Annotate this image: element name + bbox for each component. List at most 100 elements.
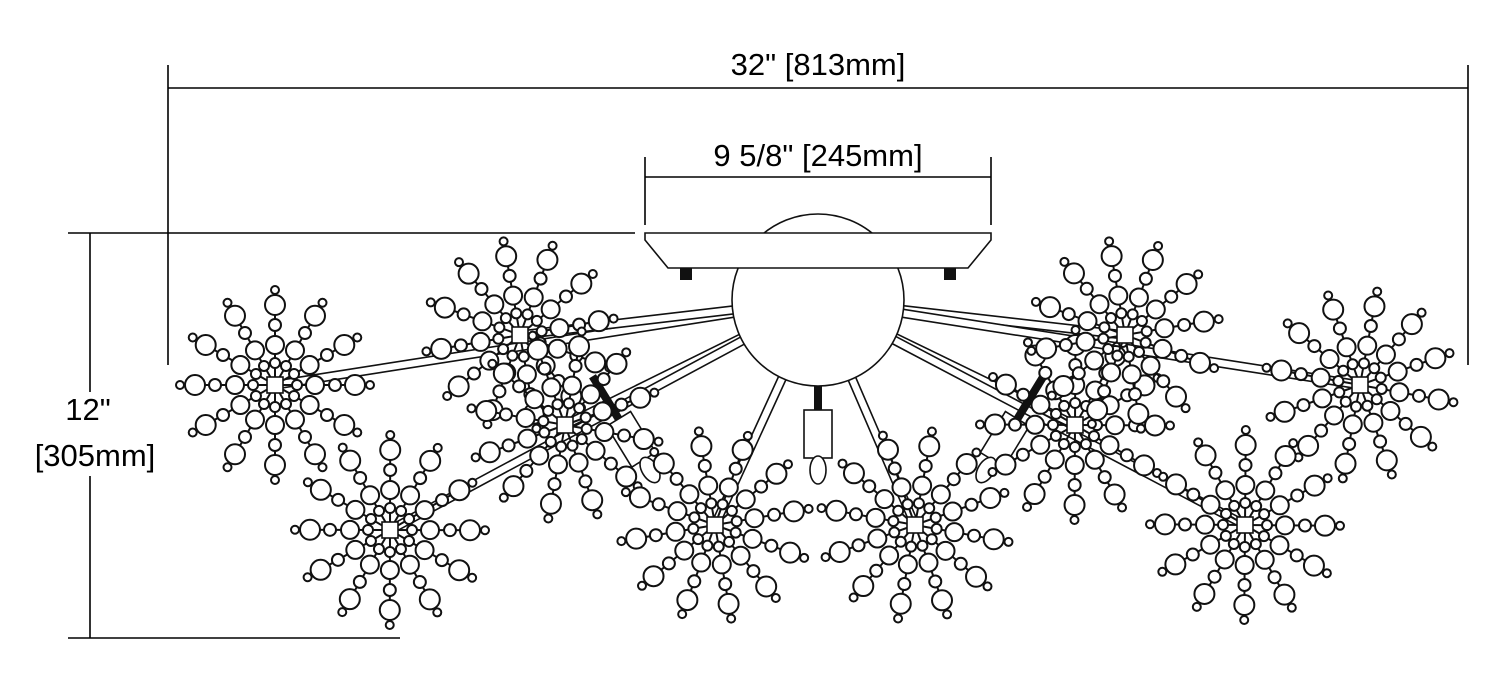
- crystal-bead: [1267, 570, 1282, 585]
- height-mm-label: [305mm]: [35, 438, 156, 473]
- crystal-bead: [549, 318, 570, 339]
- crystal-bead: [676, 589, 699, 612]
- crystal-bead: [892, 504, 905, 517]
- crystal-bead: [222, 462, 233, 473]
- crystal-bead: [1104, 236, 1115, 247]
- crystal-bead: [1342, 437, 1357, 452]
- crystal-bead: [245, 409, 265, 430]
- crystal-bead: [825, 499, 848, 522]
- crystal-bead: [1047, 418, 1060, 431]
- crystal-bead: [448, 479, 471, 502]
- crystal-bead: [345, 539, 366, 560]
- crystal-bead: [536, 248, 559, 271]
- crystal-bead: [1030, 434, 1051, 455]
- crystal-bead: [265, 415, 285, 435]
- crystal-bead: [1037, 469, 1052, 484]
- crystal-bead: [728, 461, 743, 476]
- crystal-bead: [984, 413, 1007, 436]
- crystal-bead: [905, 540, 918, 553]
- starburst-hub: [1351, 376, 1369, 394]
- crystal-bead: [510, 307, 523, 320]
- crystal-bead: [447, 375, 470, 398]
- crystal-bead: [555, 440, 568, 453]
- crystal-bead: [1097, 470, 1112, 485]
- crystal-bead: [501, 438, 516, 453]
- crystal-bead: [1128, 287, 1149, 308]
- screw: [680, 266, 692, 280]
- crystal-bead: [1249, 538, 1262, 551]
- crystal-bead: [1175, 272, 1198, 295]
- crystal-bead: [516, 364, 537, 385]
- crystal-bead: [1025, 414, 1046, 435]
- crystal-bead: [1058, 338, 1073, 353]
- crystal-bead: [828, 541, 851, 564]
- crystal-bead: [419, 520, 440, 541]
- crystal-bead: [523, 287, 544, 308]
- crystal-bead: [1177, 317, 1192, 332]
- crystal-bead: [323, 522, 338, 537]
- crystal-bead: [1273, 400, 1296, 423]
- crystal-bead: [1217, 518, 1230, 531]
- crystal-bead: [1003, 536, 1014, 547]
- crystal-bead: [1269, 495, 1290, 516]
- crystal-bead: [661, 556, 676, 571]
- fixture-body: [175, 213, 1459, 630]
- crystal-bead: [492, 384, 507, 399]
- crystal-bead: [1061, 307, 1076, 322]
- crystal-bead: [946, 472, 961, 487]
- crystal-bead: [620, 487, 631, 498]
- crystal-bead: [579, 411, 592, 424]
- crystal-bead: [472, 311, 493, 332]
- crystal-bead: [687, 574, 702, 589]
- crystal-bead: [1154, 318, 1175, 339]
- crystal-bead: [628, 486, 651, 509]
- crystal-bead: [594, 422, 615, 443]
- crystal-bead: [1310, 367, 1331, 388]
- crystal-bead: [837, 458, 848, 469]
- crystal-bead: [378, 598, 401, 621]
- crystal-bead: [394, 543, 407, 556]
- crystal-bead: [1282, 318, 1293, 329]
- crystal-bead: [467, 477, 478, 488]
- crystal-bead: [268, 438, 282, 452]
- crystal-bead: [435, 493, 450, 508]
- crystal-bead: [337, 607, 348, 618]
- starburst-hub: [1066, 416, 1084, 434]
- crystal-bead: [1346, 358, 1359, 371]
- crystal-bead: [1022, 337, 1033, 348]
- crystal-bead: [568, 335, 591, 358]
- crystal-bead: [1049, 429, 1062, 442]
- crystal-bead: [568, 358, 583, 373]
- crystal-bead: [379, 559, 400, 580]
- crystal-bead: [364, 512, 377, 525]
- crystal-bead: [1339, 395, 1352, 408]
- crystal-bead: [418, 588, 441, 611]
- crystal-bead: [249, 390, 262, 402]
- crystal-bead: [430, 337, 453, 360]
- crystal-bead: [1268, 466, 1283, 481]
- crystal-bead: [175, 380, 185, 390]
- crystal-bead: [1008, 417, 1023, 432]
- crystal-bead: [331, 492, 346, 507]
- crystal-bead: [453, 338, 468, 353]
- crystal-bead: [1234, 434, 1257, 457]
- crystal-bead: [935, 540, 956, 561]
- crystal-bead: [383, 545, 396, 558]
- crystal-bead: [1213, 314, 1224, 325]
- crystal-bead: [596, 372, 611, 387]
- crystal-bead: [694, 502, 707, 515]
- crystal-bead: [1152, 338, 1173, 359]
- crystal-bead: [765, 462, 788, 485]
- crystal-bead: [1044, 449, 1065, 470]
- canopy-width-label: 9 5/8" [245mm]: [713, 138, 922, 173]
- crystal-bead: [1122, 350, 1135, 363]
- crystal-bead: [1372, 286, 1383, 297]
- crystal-bead: [1336, 337, 1357, 358]
- crystal-bead: [888, 526, 901, 539]
- crystal-bead: [1386, 469, 1397, 480]
- crystal-bead: [502, 268, 517, 283]
- crystal-starburst: [975, 325, 1175, 525]
- crystal-bead: [547, 454, 568, 475]
- crystal-bead: [467, 366, 482, 381]
- crystal-bead: [712, 540, 725, 553]
